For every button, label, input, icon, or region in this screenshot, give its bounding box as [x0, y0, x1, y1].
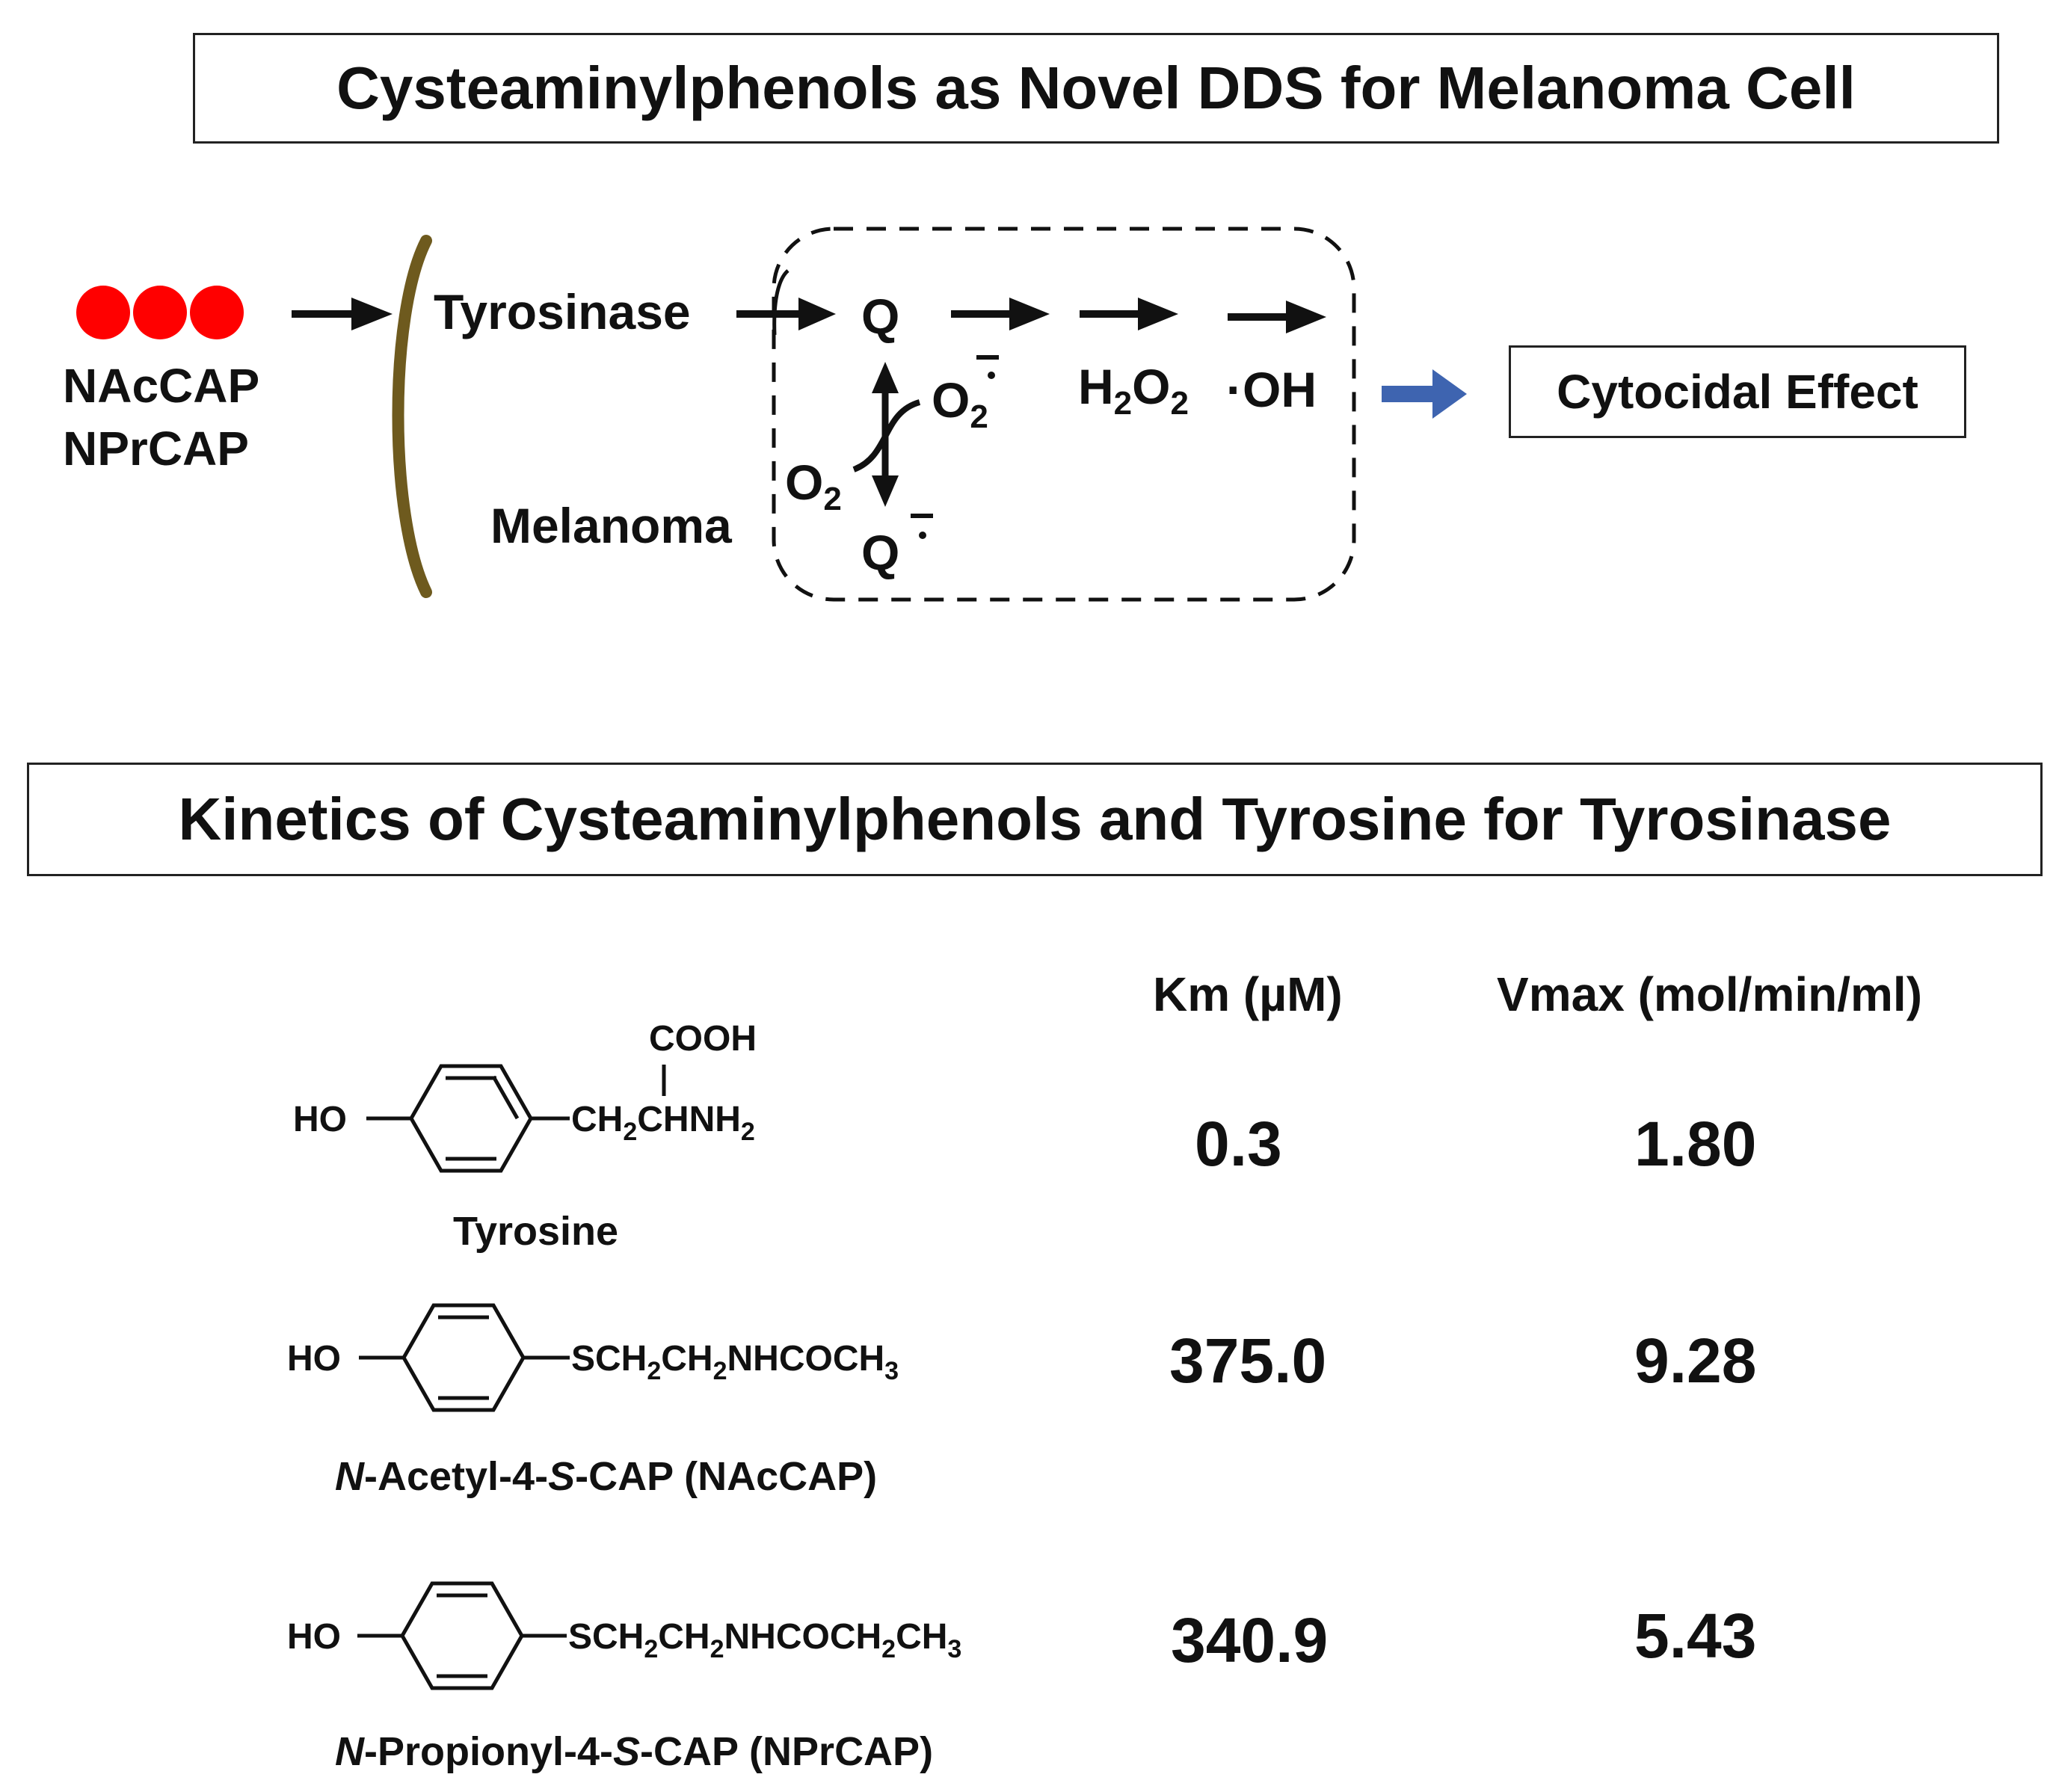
npr-chain: SCH2CH2NHCOCH2CH3: [568, 1617, 962, 1663]
h2o2-sub1: 2: [1113, 385, 1133, 422]
redox-arrow-up-head: [872, 362, 899, 393]
nac-chain-c: NHCOCH: [727, 1339, 885, 1379]
npr-ring: [357, 1581, 567, 1690]
top-title-box: Cysteaminylphenols as Novel DDS for Mela…: [193, 33, 1999, 144]
nac-chain-s2: 2: [712, 1357, 727, 1385]
effect-block-arrow-body: [1382, 386, 1435, 402]
npr-chain-a: SCH: [568, 1617, 644, 1657]
tyrosine-km: 0.3: [1195, 1109, 1282, 1179]
nac-ho: HO: [287, 1339, 341, 1379]
npr-ho: HO: [287, 1617, 341, 1657]
melanoma-label: Melanoma: [490, 498, 732, 553]
npr-chain-c: NHCOCH: [724, 1617, 882, 1657]
tyrosine-ring: [366, 1064, 666, 1173]
reaction-box: [772, 227, 1356, 602]
superoxide-o: O: [932, 372, 970, 428]
hydrogen-peroxide-label: H2O2: [1078, 362, 1189, 420]
oxygen-sub: 2: [823, 481, 842, 517]
compound-label-npr: NPrCAP: [63, 422, 249, 475]
q-arrow-1-head: [1009, 298, 1050, 330]
npr-vmax: 5.43: [1634, 1601, 1757, 1671]
tyrosine-vmax: 1.80: [1634, 1109, 1757, 1179]
nac-chain-a: SCH: [571, 1339, 647, 1379]
tyr-chain-s1: 2: [623, 1118, 638, 1146]
effect-block-arrow-head: [1432, 369, 1467, 419]
compound-dot-1: [76, 286, 130, 339]
nac-vmax: 9.28: [1634, 1325, 1757, 1396]
nac-chain-s1: 2: [647, 1357, 662, 1385]
superoxide-sub: 2: [970, 398, 988, 435]
tyrosinase-arrow-head: [798, 298, 836, 330]
oxygen-curve-arrow: [852, 399, 921, 472]
tyr-chain-a: CH: [571, 1100, 624, 1139]
npr-chain-s2: 2: [710, 1635, 724, 1663]
entry-arrow-head: [351, 298, 393, 330]
npr-chain-b: CH: [658, 1617, 710, 1657]
oxygen-label: O2: [785, 458, 842, 516]
npr-name-mid: -Propionyl-4-: [364, 1729, 613, 1774]
effect-label: Cytocidal Effect: [1557, 365, 1918, 419]
compound-label-nac: NAcCAP: [63, 359, 260, 413]
compound-dot-3: [190, 286, 244, 339]
npr-chain-s1: 2: [644, 1635, 659, 1663]
h2o2-o: O: [1132, 359, 1171, 414]
hydroxyl-radical-label: ·OH: [1226, 362, 1317, 417]
npr-name: N-Propionyl-4-S-CAP (NPrCAP): [335, 1731, 933, 1772]
tyrosinase-arrow-hook: [772, 269, 790, 336]
quinone-label: Q: [861, 289, 900, 344]
npr-name-post: -CAP (NPrCAP): [640, 1729, 934, 1774]
nac-name-n: N: [335, 1454, 364, 1499]
npr-km: 340.9: [1171, 1605, 1329, 1675]
nac-name-post: -CAP (NAcCAP): [575, 1454, 878, 1499]
superoxide-dot: [988, 372, 995, 379]
q-arrow-2-head: [1138, 298, 1178, 330]
nac-chain: SCH2CH2NHCOCH3: [571, 1339, 899, 1385]
membrane-bracket: [392, 235, 432, 598]
vmax-header: Vmax (mol/min/ml): [1497, 967, 1922, 1021]
nac-chain-b: CH: [661, 1339, 713, 1379]
h2o2-h: H: [1078, 359, 1114, 414]
superoxide-label: O2: [932, 375, 988, 434]
redox-arrow-down-head: [872, 475, 899, 507]
tyrosinase-label: Tyrosinase: [434, 284, 691, 339]
km-header: Km (µM): [1153, 967, 1343, 1021]
nac-ring: [359, 1303, 570, 1412]
tyrosine-cooh: COOH: [649, 1019, 757, 1059]
npr-name-n: N: [335, 1729, 364, 1774]
top-title: Cysteaminylphenols as Novel DDS for Mela…: [336, 55, 1856, 121]
nac-name: N-Acetyl-4-S-CAP (NAcCAP): [335, 1456, 877, 1497]
bottom-title-box: Kinetics of Cysteaminylphenols and Tyros…: [27, 763, 2043, 876]
npr-chain-s3: 2: [881, 1635, 896, 1663]
nac-name-mid: -Acetyl-4-: [364, 1454, 549, 1499]
q-arrow-3-head: [1286, 301, 1326, 333]
npr-name-s: S: [613, 1729, 641, 1774]
semiquinone-dot: [919, 532, 926, 539]
compound-dot-2: [133, 286, 187, 339]
bottom-title: Kinetics of Cysteaminylphenols and Tyros…: [178, 786, 1892, 852]
tyr-chain-b: CHNH: [637, 1100, 741, 1139]
npr-chain-s4: 3: [947, 1635, 962, 1663]
nac-km: 375.0: [1169, 1325, 1327, 1396]
h2o2-sub2: 2: [1170, 385, 1189, 422]
tyr-chain-s2: 2: [740, 1118, 755, 1146]
npr-chain-d: CH: [896, 1617, 948, 1657]
nac-chain-s3: 3: [884, 1357, 899, 1385]
effect-box: Cytocidal Effect: [1509, 345, 1966, 438]
tyrosine-chain: CH2CHNH2: [571, 1102, 755, 1145]
oxygen-o: O: [785, 455, 824, 510]
semiquinone-label: Q: [861, 525, 900, 580]
nac-name-s: S: [548, 1454, 576, 1499]
tyrosine-ho: HO: [293, 1100, 347, 1139]
tyrosine-name: Tyrosine: [453, 1209, 619, 1254]
